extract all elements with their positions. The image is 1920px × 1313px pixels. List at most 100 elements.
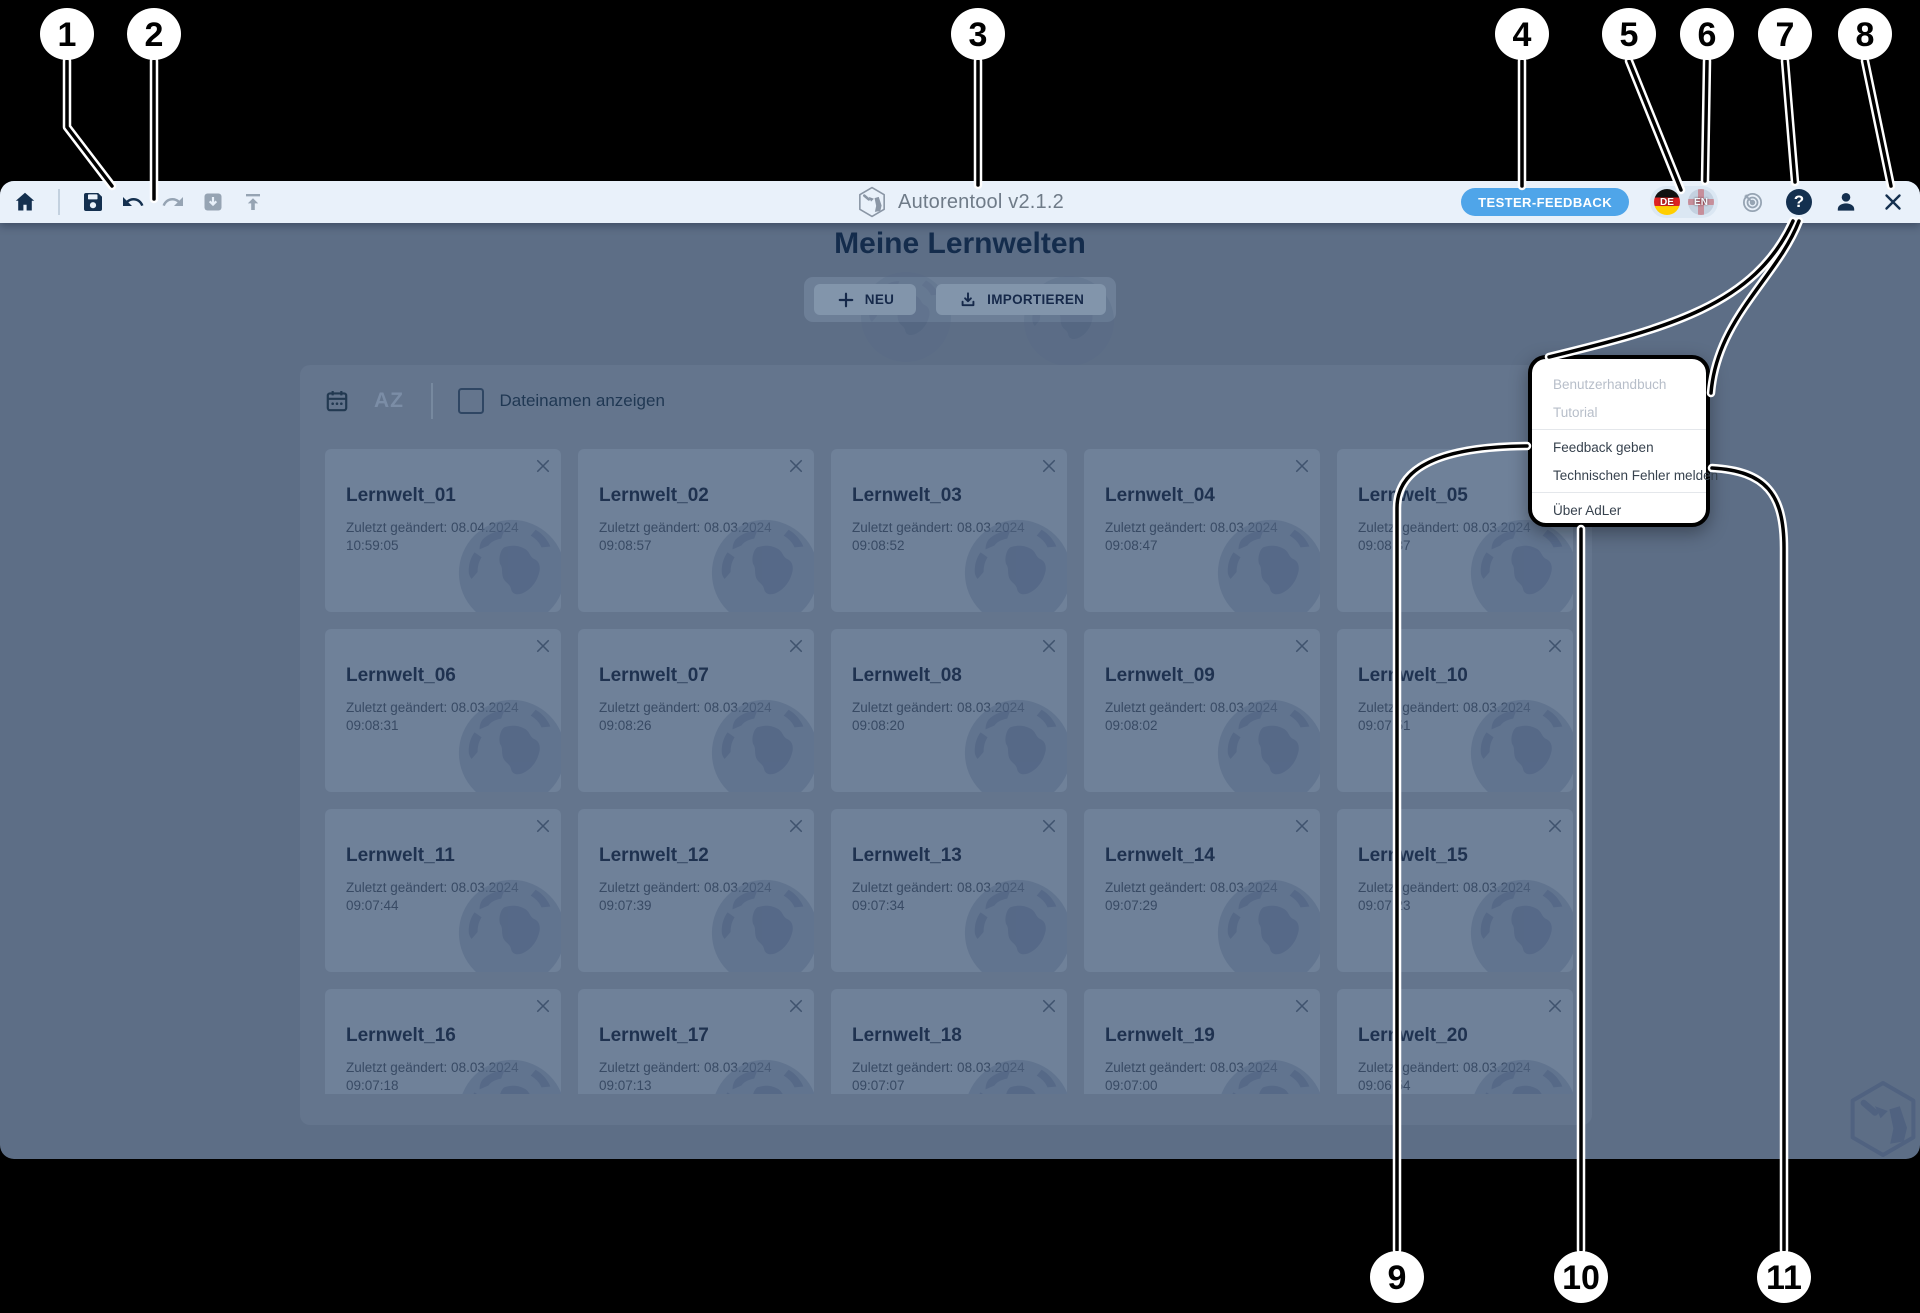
redo-button[interactable] [160,189,186,215]
card-close-icon[interactable] [1546,637,1564,655]
learning-world-card[interactable]: Lernwelt_12 Zuletzt geändert: 08.03.2024… [578,809,814,972]
card-close-icon[interactable] [534,457,552,475]
tester-feedback-button[interactable]: TESTER-FEEDBACK [1461,188,1629,216]
help-menu-item[interactable]: Über AdLer [1553,502,1622,518]
svg-text:8: 8 [1856,16,1875,54]
card-close-icon[interactable] [1293,817,1311,835]
svg-text:11: 11 [1766,1259,1802,1297]
card-title: Lernwelt_04 [1105,485,1215,506]
card-close-icon[interactable] [787,637,805,655]
card-close-icon[interactable] [1040,637,1058,655]
learning-world-card[interactable]: Lernwelt_01 Zuletzt geändert: 08.04.2024… [325,449,561,612]
redo-icon [162,197,183,206]
learning-world-card[interactable]: Lernwelt_15 Zuletzt geändert: 08.03.2024… [1337,809,1573,972]
learning-world-card[interactable]: Lernwelt_16 Zuletzt geändert: 08.03.2024… [325,989,561,1094]
card-close-icon[interactable] [534,997,552,1015]
annotation-marker-4: 4 [1495,8,1549,60]
learning-world-card[interactable]: Lernwelt_09 Zuletzt geändert: 08.03.2024… [1084,629,1320,792]
help-menu-item[interactable]: Technischen Fehler melden [1553,467,1719,483]
menu-divider [1532,492,1706,493]
learning-world-card[interactable]: Lernwelt_17 Zuletzt geändert: 08.03.2024… [578,989,814,1094]
sort-alphabetical-button[interactable]: AZ [374,389,404,412]
card-close-icon[interactable] [787,997,805,1015]
target-button[interactable] [1739,189,1765,215]
card-close-icon[interactable] [534,637,552,655]
card-close-icon[interactable] [1040,457,1058,475]
learning-world-card[interactable]: Lernwelt_04 Zuletzt geändert: 08.03.2024… [1084,449,1320,612]
svg-text:3: 3 [969,16,988,54]
learning-world-card[interactable]: Lernwelt_13 Zuletzt geändert: 08.03.2024… [831,809,1067,972]
world-actions-bar: NEU IMPORTIEREN [804,277,1116,322]
card-close-icon[interactable] [1040,817,1058,835]
card-close-icon[interactable] [787,817,805,835]
undo-button[interactable] [120,189,146,215]
learning-world-card[interactable]: Lernwelt_20 Zuletzt geändert: 08.03.2024… [1337,989,1573,1094]
svg-text:9: 9 [1388,1259,1407,1297]
card-title: Lernwelt_02 [599,485,709,506]
learning-world-card[interactable]: Lernwelt_10 Zuletzt geändert: 08.03.2024… [1337,629,1573,792]
user-icon [1837,193,1855,211]
learning-world-grid: Lernwelt_01 Zuletzt geändert: 08.04.2024… [325,449,1575,1094]
language-en-button[interactable]: EN [1688,189,1714,215]
learning-world-card[interactable]: Lernwelt_03 Zuletzt geändert: 08.03.2024… [831,449,1067,612]
annotation-marker-6: 6 [1680,8,1734,60]
card-close-icon[interactable] [534,817,552,835]
learning-world-card[interactable]: Lernwelt_08 Zuletzt geändert: 08.03.2024… [831,629,1067,792]
card-close-icon[interactable] [1293,637,1311,655]
svg-text:1: 1 [58,16,77,54]
language-de-button[interactable]: DE [1654,189,1680,215]
new-world-button[interactable]: NEU [813,284,917,315]
card-close-icon[interactable] [787,457,805,475]
card-close-icon[interactable] [1293,997,1311,1015]
svg-text:2: 2 [145,16,164,54]
card-close-icon[interactable] [1293,457,1311,475]
save-button[interactable] [80,189,106,215]
import-world-button[interactable] [200,189,226,215]
calendar-icon[interactable] [324,388,350,414]
learning-world-card[interactable]: Lernwelt_07 Zuletzt geändert: 08.03.2024… [578,629,814,792]
card-close-icon[interactable] [1546,997,1564,1015]
target-icon [1742,192,1763,213]
annotation-marker-7: 7 [1758,8,1812,60]
learning-world-card[interactable]: Lernwelt_18 Zuletzt geändert: 08.03.2024… [831,989,1067,1094]
svg-text:10: 10 [1562,1259,1600,1297]
close-window-button[interactable] [1880,189,1906,215]
help-button[interactable]: ? [1786,189,1812,215]
menu-divider [1532,429,1706,430]
annotation-marker-2: 2 [127,8,181,60]
card-title: Lernwelt_06 [346,665,456,686]
learning-world-card[interactable]: Lernwelt_19 Zuletzt geändert: 08.03.2024… [1084,989,1320,1094]
learning-world-card[interactable]: Lernwelt_06 Zuletzt geändert: 08.03.2024… [325,629,561,792]
help-menu-item[interactable]: Feedback geben [1553,439,1654,455]
card-close-icon[interactable] [1040,997,1058,1015]
import-world-main-button[interactable]: IMPORTIEREN [936,284,1107,315]
user-button[interactable] [1833,189,1859,215]
learning-world-card[interactable]: Lernwelt_02 Zuletzt geändert: 08.03.2024… [578,449,814,612]
show-filenames-checkbox[interactable] [457,388,484,414]
card-close-icon[interactable] [1546,817,1564,835]
card-title: Lernwelt_07 [599,665,709,686]
learning-world-card[interactable]: Lernwelt_14 Zuletzt geändert: 08.03.2024… [1084,809,1320,972]
card-title: Lernwelt_14 [1105,845,1215,866]
annotation-marker-9: 9 [1370,1251,1424,1303]
home-button[interactable] [12,189,38,215]
adler-watermark [1843,1076,1920,1159]
learning-world-card[interactable]: Lernwelt_11 Zuletzt geändert: 08.03.2024… [325,809,561,972]
card-title: Lernwelt_12 [599,845,709,866]
annotation-line [1860,56,1896,191]
app-window: Autorentool v2.1.2 TESTER-FEEDBACK DE EN… [0,181,1920,1159]
card-title: Lernwelt_01 [346,485,456,506]
publish-button[interactable] [240,189,266,215]
